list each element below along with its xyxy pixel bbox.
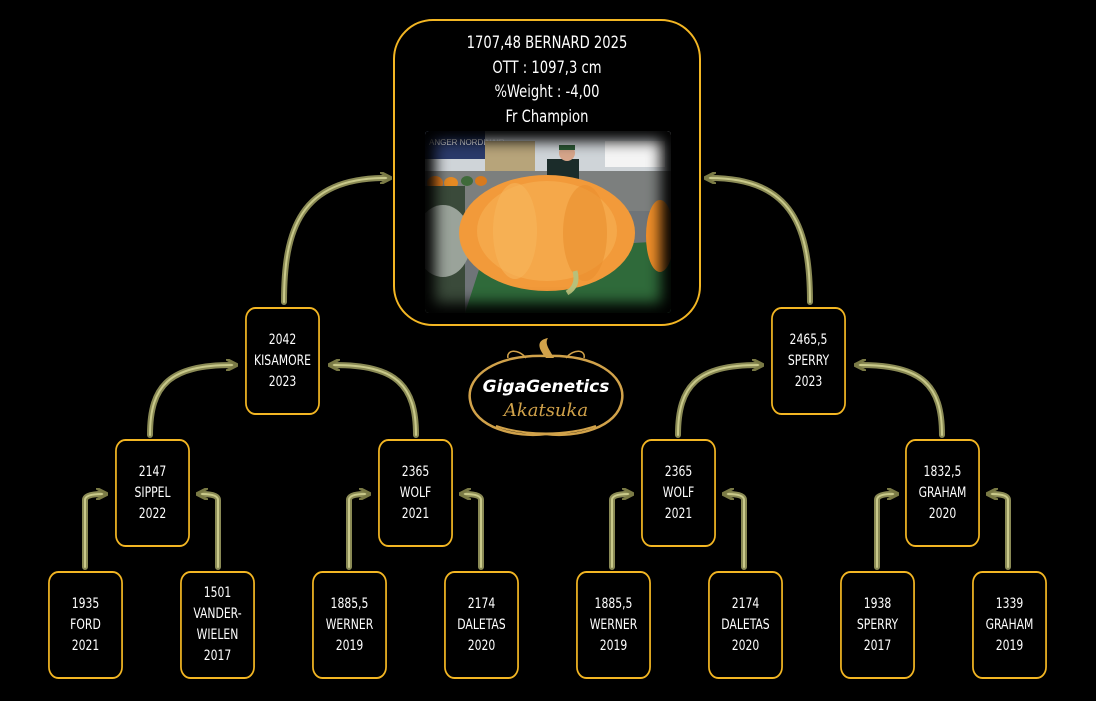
node-grower: SIPPEL [134,484,171,501]
node-daletas-right: 2174 DALETAS 2020 [708,571,783,679]
node-year: 2019 [335,637,364,654]
node-year: 2023 [268,373,297,390]
connector-arrow-core [677,365,758,436]
node-graham-bottom: 1339 GRAHAM 2019 [972,571,1047,679]
champion-title: 1707,48 BERNARD 2025 [466,33,628,53]
node-sperry-bottom: 1938 SPERRY 2017 [840,571,915,679]
node-weight: 2365 [401,463,430,480]
node-weight: 2365 [664,463,693,480]
node-sippel: 2147 SIPPEL 2022 [115,439,190,547]
node-kisamore: 2042 KISAMORE 2023 [245,307,320,415]
node-werner-left: 1885,5 WERNER 2019 [312,571,387,679]
connector-arrow [874,491,896,570]
node-grower: DALETAS [457,616,506,633]
node-weight: 2174 [731,595,760,612]
node-grower: WERNER [325,616,374,633]
node-weight: 2042 [268,331,297,348]
connector-arrow [331,362,419,438]
connector-arrow-core [348,494,365,568]
gigagenetics-logo: GigaGenetics Akatsuka [468,338,624,437]
node-daletas-left: 2174 DALETAS 2020 [444,571,519,679]
node-graham-mid: 1832,5 GRAHAM 2020 [905,439,980,547]
node-grower: DALETAS [721,616,770,633]
node-grower: WERNER [589,616,638,633]
node-weight: 1339 [995,595,1024,612]
connector-arrow [707,175,813,305]
connector-arrow-core [710,178,811,303]
connector-arrow-core [860,365,943,436]
node-werner-right: 1885,5 WERNER 2019 [576,571,651,679]
node-year: 2023 [794,373,823,390]
champion-label: Fr Champion [505,106,589,127]
banner-text: ANGER NORDINAIR [429,138,505,147]
node-year: 2017 [203,648,232,664]
node-weight: 2174 [467,595,496,612]
champion-ott: OTT : 1097,3 cm [492,57,602,78]
connector-arrow-core [611,494,628,568]
node-year: 2022 [138,505,167,522]
connector-arrow-core [84,494,102,568]
node-weight: 2465,5 [789,331,828,348]
connector-arrow-core [992,494,1009,568]
node-year: 2017 [863,637,892,654]
champion-weight: %Weight : -4,00 [494,82,600,102]
connector-arrow [281,175,389,305]
connector-arrow-core [283,178,386,303]
connector-arrow [609,491,631,570]
node-year: 2021 [664,505,693,522]
connector-arrow [199,491,221,570]
logo-sub: Akatsuka [502,400,588,421]
node-weight: 1832,5 [923,463,962,480]
connector-arrow [857,362,945,438]
logo-brand: GigaGenetics [483,377,610,397]
node-year: 2020 [731,637,760,654]
node-year: 2021 [71,637,100,654]
connector-arrow [462,491,484,570]
node-grower-2: WIELEN [196,627,239,643]
node-wolf-left: 2365 WOLF 2021 [378,439,453,547]
champion-box: 1707,48 BERNARD 2025 OTT : 1097,3 cm %We… [393,19,701,326]
pumpkin-photo: ANGER NORDINAIR [425,131,671,313]
node-grower: WOLF [399,484,432,501]
node-wolf-right: 2365 WOLF 2021 [641,439,716,547]
node-sperry-top: 2465,5 SPERRY 2023 [771,307,846,415]
node-year: 2020 [928,505,957,522]
node-grower: KISAMORE [253,352,312,369]
node-grower: FORD [70,616,101,633]
node-vanderwielen: 1501 VANDER- WIELEN 2017 [180,571,255,679]
node-weight: 1885,5 [330,595,369,612]
node-year: 2021 [401,505,430,522]
node-grower: VANDER- [193,606,242,622]
connector-arrow [82,491,105,570]
connector-arrow [346,491,368,570]
connector-arrow-core [334,365,417,436]
connector-arrow-core [876,494,893,568]
node-weight: 1885,5 [594,595,633,612]
connector-arrow [725,491,747,570]
connector-arrow-core [149,365,232,436]
node-weight: 1938 [863,595,892,612]
node-year: 2019 [995,637,1024,654]
connector-arrow [147,362,235,438]
connector-arrow [675,362,761,438]
connector-arrow-core [728,494,745,568]
node-grower: GRAHAM [985,616,1034,633]
connector-arrow [989,491,1011,570]
node-grower: WOLF [662,484,695,501]
node-grower: SPERRY [856,616,899,633]
node-grower: SPERRY [787,352,830,369]
node-weight: 1935 [71,595,100,612]
connector-arrow-core [202,494,219,568]
node-weight: 2147 [138,463,167,480]
node-year: 2019 [599,637,628,654]
connector-arrow-core [465,494,482,568]
node-year: 2020 [467,637,496,654]
node-grower: GRAHAM [918,484,967,501]
node-ford: 1935 FORD 2021 [48,571,123,679]
node-weight: 1501 [203,585,232,601]
